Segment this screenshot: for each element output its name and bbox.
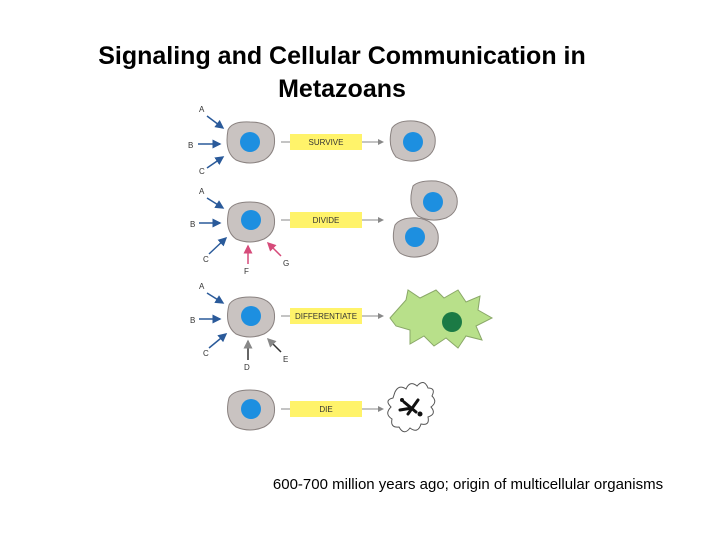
signal-label-c: C (199, 167, 205, 176)
signal-arrow-e (268, 339, 281, 352)
nucleus (423, 192, 443, 212)
label-survive: SURVIVE (309, 138, 344, 147)
nucleus (240, 132, 260, 152)
differentiated-nucleus (442, 312, 462, 332)
differentiated-cell (390, 290, 492, 348)
signal-label-a: A (199, 105, 205, 114)
row-die: DIE (228, 382, 435, 431)
nucleus (403, 132, 423, 152)
signal-label-c: C (203, 349, 209, 358)
signal-arrow-c (209, 238, 226, 254)
signal-label-g: G (283, 259, 289, 268)
row-survive: A B C SURVIVE (188, 105, 435, 176)
nucleus (405, 227, 425, 247)
signal-arrow-c (207, 157, 223, 168)
signal-arrow-a (207, 116, 223, 128)
signal-label-b: B (188, 141, 193, 150)
label-die: DIE (319, 405, 332, 414)
signal-label-a: A (199, 282, 205, 291)
nucleus (241, 210, 261, 230)
signal-label-d: D (244, 363, 250, 372)
signal-label-e: E (283, 355, 288, 364)
label-differentiate: DIFFERENTIATE (295, 312, 357, 321)
signal-arrow-g (268, 243, 281, 256)
caption: 600-700 million years ago; origin of mul… (200, 476, 720, 493)
signal-arrow-a (207, 198, 223, 208)
signal-label-b: B (190, 220, 195, 229)
row-divide: A B C F G DIVIDE (190, 181, 457, 276)
row-differentiate: A B C D E DIFFERENTIATE (190, 282, 492, 372)
nucleus (241, 306, 261, 326)
signal-label-a: A (199, 187, 205, 196)
signal-arrow-a (207, 293, 223, 303)
signal-label-b: B (190, 316, 195, 325)
nucleus (241, 399, 261, 419)
signal-label-c: C (203, 255, 209, 264)
signal-label-f: F (244, 267, 249, 276)
signal-arrow-c (209, 334, 226, 348)
label-divide: DIVIDE (313, 216, 340, 225)
